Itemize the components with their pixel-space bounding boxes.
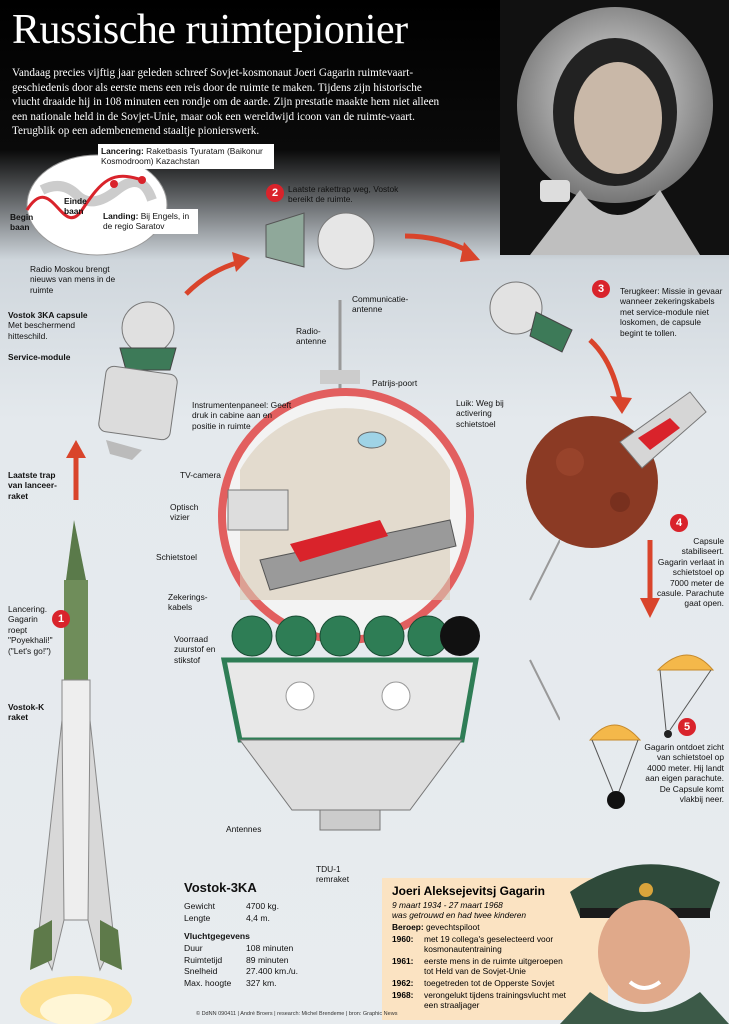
bio-event: 1961:eerste mens in de ruimte uitgeroepe… (392, 956, 563, 976)
porthole-label: Patrijs-poort (372, 378, 418, 388)
step-3-text: Terugkeer: Missie in gevaar wanneer zeke… (620, 286, 723, 338)
orbit-end-label: Einde baan (64, 196, 87, 217)
bio-job: Beroep: gevechtspiloot (392, 922, 480, 932)
flight-data-title: Vluchtgegevens (184, 931, 250, 941)
step-5-text: Gagarin ontdoet zicht van schietstoel op… (644, 742, 724, 805)
launch-label: Lancering: Raketbasis Tyuratam (Baikonur… (98, 144, 274, 169)
comm-antenna-label: Communicatie-antenne (352, 294, 409, 315)
orbit-begin-label: Begin baan (10, 212, 34, 233)
step-4-badge: 4 (670, 514, 688, 532)
optical-sight-label: Optisch vizier (170, 502, 199, 523)
credits: © DdNN 090411 | André Broers | research:… (196, 1011, 398, 1017)
step-4-text: Capsule stabiliseert. Gagarin verlaat in… (656, 536, 724, 609)
supply-label: Voorraad zuurstof en stikstof (174, 634, 216, 665)
landing-label: Landing: Bij Engels, in de regio Saratov (100, 209, 198, 234)
service-module-label: Service-module (8, 352, 71, 362)
step-2-badge: 2 (266, 184, 284, 202)
step-1-badge: 1 (52, 610, 70, 628)
bio-event: 1968:verongelukt tijdens trainingsvlucht… (392, 990, 566, 1010)
instrument-panel-label: Instrumentenpaneel: Geeft druk in cabine… (192, 400, 292, 431)
descent-sphere-illustration (526, 391, 707, 548)
tdu-label: TDU-1 remraket (316, 864, 350, 885)
radio-antenna-label: Radio-antenne (296, 326, 327, 347)
vostok-capsule-cutaway (218, 300, 560, 831)
gagarin-portrait-photo (560, 864, 729, 1024)
step-5-badge: 5 (678, 718, 696, 736)
step-3-badge: 3 (592, 280, 610, 298)
vostok-stack-illustration (98, 301, 178, 460)
capsule-tumbling-illustration (489, 281, 573, 353)
antennas-label: Antennes (226, 824, 262, 834)
parachutes-illustration (588, 654, 715, 809)
ejection-seat-label: Schietstoel (156, 552, 197, 562)
bio-event: 1960:met 19 collega's geselecteerd voor … (392, 934, 554, 954)
bio-name: Joeri Aleksejevitsj Gagarin (392, 884, 545, 898)
capsule-separating-illustration (265, 212, 375, 270)
hatch-label: Luik: Weg bij activering schietstoel (456, 398, 504, 429)
rocket-label: Vostok-K raket (8, 702, 45, 723)
astronaut-helmet-photo (500, 0, 729, 255)
biography-box: Joeri Aleksejevitsj Gagarin 9 maart 1934… (382, 878, 608, 1020)
vostok-k-rocket-illustration (20, 520, 132, 1024)
step-2-text: Laatste rakettrap weg, Vostok bereikt de… (288, 184, 399, 205)
bio-event: 1962:toegetreden tot de Opperste Sovjet (392, 978, 555, 988)
specs-title: Vostok-3KA (184, 880, 257, 895)
page-title: Russische ruimtepionier (12, 7, 408, 53)
tv-camera-label: TV-camera (180, 470, 221, 480)
radio-moskou-label: Radio Moskou brengt nieuws van mens in d… (30, 264, 116, 295)
step-1-text: Lancering. Gagarin roept "Poyekhali!" ("… (8, 604, 53, 656)
cables-label: Zekerings-kabels (168, 592, 208, 613)
last-stage-label: Laatste trap van lanceer-raket (8, 470, 57, 501)
intro-text: Vandaag precies vijftig jaar geleden sch… (12, 67, 440, 137)
